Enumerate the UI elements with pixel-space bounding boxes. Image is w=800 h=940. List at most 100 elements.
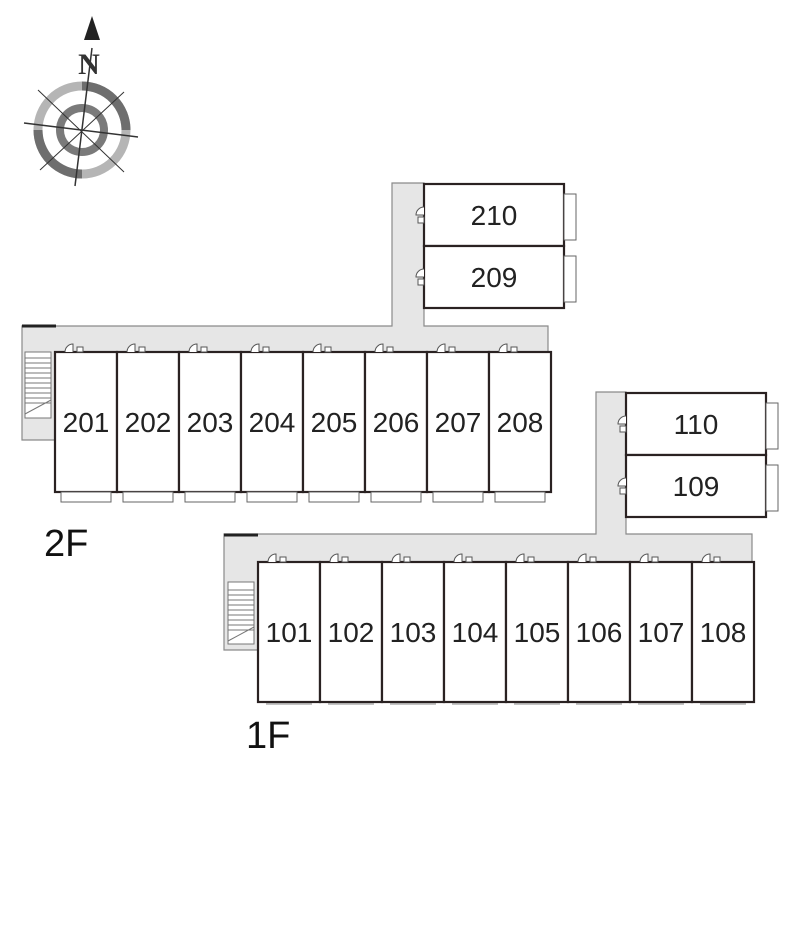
door-icon <box>391 553 411 563</box>
balcony <box>122 491 174 503</box>
unit-110: 110 <box>617 391 779 457</box>
unit-204: 204 <box>239 343 305 503</box>
door-icon <box>701 553 721 563</box>
walkway-2f <box>21 182 549 441</box>
door-icon <box>329 553 349 563</box>
unit-210: 210 <box>415 182 577 248</box>
unit-number: 107 <box>638 617 685 648</box>
unit-208: 208 <box>487 343 553 503</box>
unit-105: 105 <box>504 553 570 705</box>
compass-ring-dark-arc-2 <box>33 129 83 179</box>
unit-outline <box>380 560 446 704</box>
balcony <box>184 491 236 503</box>
unit-number: 202 <box>125 407 172 438</box>
stairs-1f-icon <box>227 581 255 645</box>
unit-number: 102 <box>328 617 375 648</box>
unit-number: 108 <box>700 617 747 648</box>
stairs-2f-icon <box>24 351 52 419</box>
compass: N <box>23 16 139 187</box>
unit-number: 101 <box>266 617 313 648</box>
unit-206: 206 <box>363 343 429 503</box>
unit-number: 106 <box>576 617 623 648</box>
unit-number: 204 <box>249 407 296 438</box>
balcony <box>765 402 779 450</box>
floor-label-1f: 1F <box>246 715 290 757</box>
unit-outline <box>425 350 491 494</box>
unit-number: 203 <box>187 407 234 438</box>
compass-inner-ring <box>56 104 108 156</box>
unit-outline <box>624 391 768 457</box>
door-icon <box>577 553 597 563</box>
unit-103: 103 <box>380 553 446 705</box>
unit-outline <box>318 560 384 704</box>
door-icon <box>617 477 627 495</box>
door-icon <box>312 343 332 353</box>
unit-outline <box>301 350 367 494</box>
unit-number: 207 <box>435 407 482 438</box>
balcony <box>432 491 484 503</box>
unit-209: 209 <box>415 244 577 310</box>
balcony <box>308 491 360 503</box>
unit-outline <box>256 560 322 704</box>
unit-outline <box>363 350 429 494</box>
compass-diag-line <box>37 89 125 173</box>
unit-106: 106 <box>566 553 632 705</box>
unit-201: 201 <box>53 343 119 503</box>
balcony <box>765 464 779 512</box>
compass-ew-line <box>23 122 139 138</box>
compass-ring-dark-arc <box>81 81 131 131</box>
balcony <box>60 491 112 503</box>
north-arrow-icon <box>84 16 100 40</box>
door-icon <box>436 343 456 353</box>
door-icon <box>453 553 473 563</box>
unit-number: 209 <box>471 262 518 293</box>
unit-outline <box>690 560 756 704</box>
walkway-1f <box>223 391 753 651</box>
unit-205: 205 <box>301 343 367 503</box>
unit-outline <box>53 350 119 494</box>
unit-number: 201 <box>63 407 110 438</box>
balcony <box>563 193 577 241</box>
balcony <box>370 491 422 503</box>
balcony <box>563 255 577 303</box>
door-icon <box>415 268 425 286</box>
door-icon <box>250 343 270 353</box>
unit-203: 203 <box>177 343 243 503</box>
unit-109: 109 <box>617 453 779 519</box>
unit-outline <box>628 560 694 704</box>
floor-label-2f: 2F <box>44 523 88 565</box>
unit-number: 105 <box>514 617 561 648</box>
unit-outline <box>566 560 632 704</box>
unit-number: 104 <box>452 617 499 648</box>
unit-number: 206 <box>373 407 420 438</box>
floor-2f: 210 209 201 202 203 204 205 206 207 208 2F <box>21 182 577 565</box>
door-icon <box>617 415 627 433</box>
door-icon <box>515 553 535 563</box>
door-icon <box>64 343 84 353</box>
north-label: N <box>78 48 100 81</box>
unit-outline <box>239 350 305 494</box>
unit-202: 202 <box>115 343 181 503</box>
unit-outline <box>624 453 768 519</box>
compass-diag-line-2 <box>39 91 125 171</box>
unit-number: 208 <box>497 407 544 438</box>
unit-104: 104 <box>442 553 508 705</box>
unit-number: 110 <box>674 409 719 440</box>
unit-101: 101 <box>256 553 322 705</box>
door-icon <box>126 343 146 353</box>
balcony <box>246 491 298 503</box>
door-icon <box>639 553 659 563</box>
door-icon <box>188 343 208 353</box>
unit-number: 109 <box>673 471 720 502</box>
door-icon <box>267 553 287 563</box>
unit-number: 210 <box>471 200 518 231</box>
door-icon <box>374 343 394 353</box>
balcony <box>494 491 546 503</box>
unit-number: 103 <box>390 617 437 648</box>
floor-1f: 110 109 101 102 103 104 105 106 107 108 1F <box>223 391 779 757</box>
unit-number: 205 <box>311 407 358 438</box>
unit-102: 102 <box>318 553 384 705</box>
unit-108: 108 <box>690 553 756 705</box>
door-icon <box>498 343 518 353</box>
